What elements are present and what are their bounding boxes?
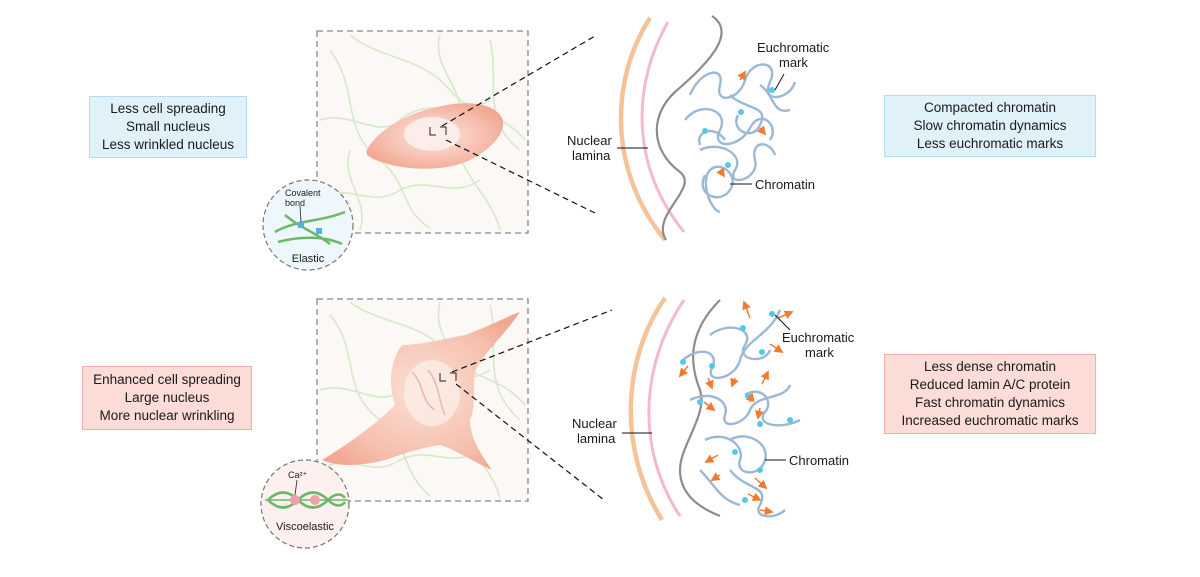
- bottom-nucleus: [404, 360, 460, 426]
- top-chromatin-line-1: Compacted chromatin: [923, 100, 1057, 115]
- calcium-ion-label: Ca²⁺: [288, 470, 308, 480]
- top-dynamics-arrows: [716, 70, 767, 178]
- top-cell-properties-box: Less cell spreading Small nucleus Less w…: [89, 96, 247, 158]
- top-nucleus-zoom: Nuclear lamina Euchromatic mark Chromati: [567, 15, 830, 242]
- top-chromatin-label: Chromatin: [755, 177, 815, 192]
- bottom-nucleus-zoom: Nuclear lamina: [572, 296, 855, 522]
- top-chromatin-line-3: Less euchromatic marks: [916, 136, 1064, 151]
- bottom-chromatin-label: Chromatin: [789, 453, 849, 468]
- bottom-euchromatic-label-1: Euchromatic: [782, 330, 855, 345]
- bottom-chromatin-line-2: Reduced lamin A/C protein: [909, 377, 1071, 392]
- bottom-euchromatic-label-2: mark: [805, 345, 834, 360]
- bottom-cell-line-1: Enhanced cell spreading: [93, 372, 241, 387]
- bottom-euchromatic-markers: [680, 311, 793, 503]
- bottom-chromatin-fiber: [682, 309, 801, 518]
- top-euchromatic-label-1: Euchromatic: [757, 40, 830, 55]
- covalent-bond-label-1: Covalent: [285, 188, 321, 198]
- bottom-dynamics-arrows: [678, 300, 794, 516]
- bottom-lamina-label-1: Nuclear: [572, 416, 617, 431]
- covalent-bond-label-2: bond: [285, 198, 305, 208]
- bottom-viscoelastic-inset: Ca²⁺ Viscoelastic: [260, 459, 350, 549]
- top-chromatin-properties-box: Compacted chromatin Slow chromatin dynam…: [884, 95, 1096, 157]
- bottom-matrix-panel: [316, 298, 613, 502]
- bottom-chromatin-properties-box: Less dense chromatin Reduced lamin A/C p…: [884, 354, 1096, 434]
- top-lamina-label-1: Nuclear: [567, 133, 612, 148]
- top-matrix-panel: [316, 30, 596, 234]
- bottom-cell-properties-box: Enhanced cell spreading Large nucleus Mo…: [82, 366, 252, 430]
- top-cell-line-2: Small nucleus: [125, 119, 211, 134]
- bottom-chromatin-line-4: Increased euchromatic marks: [901, 413, 1079, 428]
- bottom-chromatin-line-3: Fast chromatin dynamics: [914, 395, 1066, 410]
- covalent-bond-marker: [298, 222, 304, 228]
- bottom-cell-line-3: More nuclear wrinkling: [99, 408, 235, 423]
- top-cell-line-3: Less wrinkled nucleus: [101, 137, 235, 152]
- elastic-caption: Elastic: [292, 253, 325, 265]
- top-nucleus: [404, 117, 460, 151]
- top-lamina-label-2: lamina: [572, 148, 611, 163]
- bottom-chromatin-line-1: Less dense chromatin: [923, 359, 1057, 374]
- calcium-ion-marker: [290, 495, 300, 505]
- top-euchromatic-markers: [702, 87, 775, 168]
- top-elastic-inset: Covalent bond Elastic: [262, 179, 354, 271]
- bottom-lamina-label-2: lamina: [577, 431, 616, 446]
- top-cell-line-1: Less cell spreading: [110, 101, 226, 116]
- viscoelastic-caption: Viscoelastic: [276, 521, 334, 533]
- bottom-nuclear-envelope: [678, 299, 721, 518]
- top-euchromatic-label-2: mark: [779, 55, 808, 70]
- bottom-cell-line-2: Large nucleus: [124, 390, 210, 405]
- top-nuclear-envelope: [655, 15, 723, 241]
- top-chromatin-line-2: Slow chromatin dynamics: [913, 118, 1067, 133]
